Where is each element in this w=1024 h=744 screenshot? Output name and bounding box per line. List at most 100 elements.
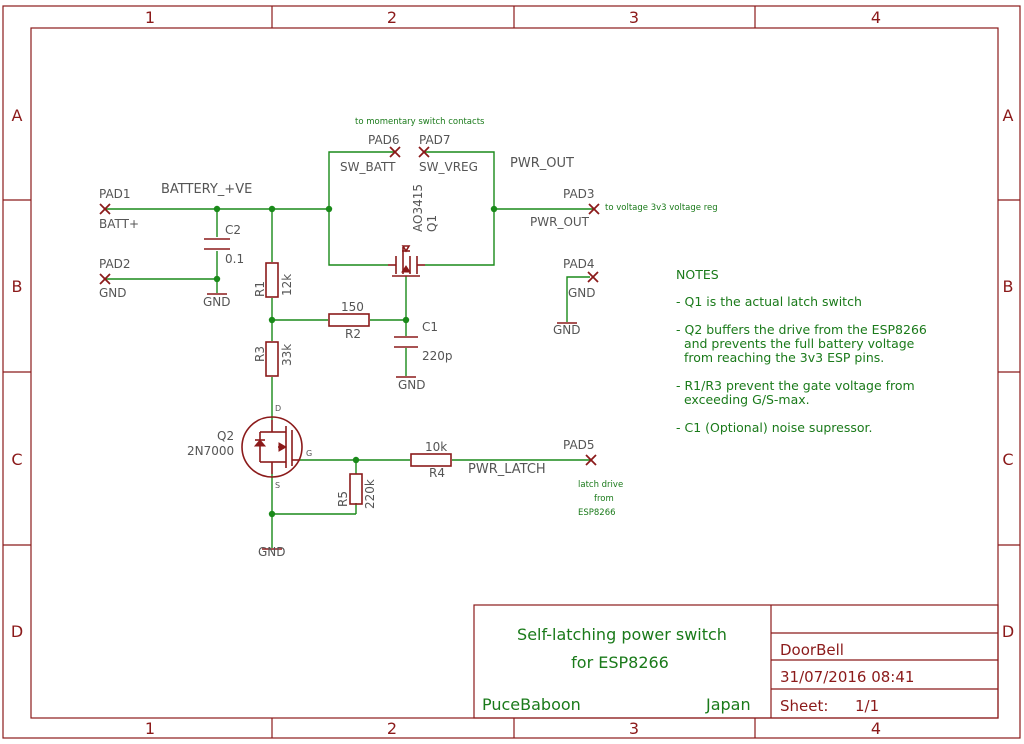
- pad4-label: PAD4: [563, 257, 595, 271]
- c2-value: 0.1: [225, 252, 244, 266]
- q2-value: 2N7000: [187, 444, 234, 458]
- r4-value: 10k: [425, 440, 447, 454]
- r5-value: 220k: [363, 479, 377, 509]
- sheet-label: Sheet:: [780, 697, 828, 715]
- pwr-out-net-label: PWR_OUT: [510, 156, 574, 171]
- note-line-7: - C1 (Optional) noise supressor.: [676, 420, 873, 435]
- q2-drain-pin: D: [275, 404, 281, 413]
- pwr-latch-net-label: PWR_LATCH: [468, 462, 546, 477]
- sw-vreg-label: SW_VREG: [419, 160, 478, 174]
- q1-part-label: AO3415: [411, 184, 425, 232]
- mosfet-q2: [241, 416, 303, 478]
- pad4-marker: [587, 271, 599, 283]
- pad7-marker: [418, 146, 430, 158]
- resistor-r4: [410, 453, 452, 467]
- pad2-label: PAD2: [99, 257, 131, 271]
- note-line-3: and prevents the full battery voltage: [676, 336, 915, 351]
- col-label-bottom-2: 2: [387, 719, 397, 738]
- pad4-gnd-symbol-label: GND: [553, 323, 581, 337]
- note-line-1: - Q1 is the actual latch switch: [676, 294, 862, 309]
- row-label-right-b: B: [1003, 277, 1014, 296]
- resistor-r2: [328, 313, 370, 327]
- row-label-left-a: A: [12, 106, 23, 125]
- note-line-6: exceeding G/S-max.: [676, 392, 810, 407]
- capacitor-c1: [394, 336, 418, 348]
- row-label-left-c: C: [11, 450, 22, 469]
- title-block: [473, 604, 999, 719]
- c1-label: C1: [422, 320, 438, 334]
- r3-label: R3: [253, 346, 267, 362]
- pad5-label: PAD5: [563, 438, 595, 452]
- notes-title: NOTES: [676, 267, 719, 282]
- location-label: Japan: [705, 695, 751, 714]
- batt-plus-label: BATT+: [99, 217, 139, 231]
- sheet-value: 1/1: [855, 697, 879, 715]
- vreg-note: to voltage 3v3 voltage reg: [605, 203, 718, 213]
- latch-esp-note: ESP8266: [578, 508, 616, 518]
- pad5-marker: [585, 454, 597, 466]
- col-label-top-1: 1: [145, 8, 155, 27]
- pad-markers: [99, 146, 600, 466]
- latch-from-note: from: [594, 494, 614, 504]
- latch-drive-note: latch drive: [578, 480, 623, 490]
- q2-source-pin: S: [275, 481, 280, 490]
- c2-gnd-label: GND: [203, 295, 231, 309]
- sw-batt-label: SW_BATT: [340, 160, 396, 174]
- col-label-bottom-1: 1: [145, 719, 155, 738]
- notes-block: NOTES - Q1 is the actual latch switch - …: [676, 267, 927, 435]
- r1-value: 12k: [280, 274, 294, 296]
- pad3-marker: [588, 203, 600, 215]
- resistor-r3: [265, 341, 279, 377]
- note-line-5: - R1/R3 prevent the gate voltage from: [676, 378, 915, 393]
- drawing-date: 31/07/2016 08:41: [780, 668, 914, 686]
- pad4-gnd-label: GND: [568, 286, 596, 300]
- pad3-label: PAD3: [563, 187, 595, 201]
- col-label-bottom-4: 4: [871, 719, 881, 738]
- resistor-r5: [349, 473, 363, 505]
- pad1-label: PAD1: [99, 187, 131, 201]
- pwr-out-pad-label: PWR_OUT: [530, 215, 590, 229]
- pad1-marker: [99, 203, 111, 215]
- pad6-marker: [389, 146, 401, 158]
- col-label-bottom-3: 3: [629, 719, 639, 738]
- project-name: DoorBell: [780, 641, 844, 659]
- col-label-top-3: 3: [629, 8, 639, 27]
- row-label-right-d: D: [1002, 622, 1014, 641]
- row-label-right-a: A: [1003, 106, 1014, 125]
- title-line-2: for ESP8266: [571, 653, 669, 672]
- r1-label: R1: [253, 281, 267, 297]
- r3-value: 33k: [280, 344, 294, 366]
- pad2-marker: [99, 273, 111, 285]
- pad2-gnd-label: GND: [99, 286, 127, 300]
- pad7-label: PAD7: [419, 133, 451, 147]
- pad6-label: PAD6: [368, 133, 400, 147]
- resistor-r1: [265, 262, 279, 298]
- row-label-right-c: C: [1002, 450, 1013, 469]
- col-label-top-2: 2: [387, 8, 397, 27]
- r2-label: R2: [345, 327, 361, 341]
- note-line-4: from reaching the 3v3 ESP pins.: [676, 350, 884, 365]
- junctions: [213, 205, 498, 518]
- q1-label: Q1: [425, 215, 439, 232]
- r4-label: R4: [429, 466, 445, 480]
- c1-gnd-label: GND: [398, 378, 426, 392]
- drawing-frame: [2, 5, 1021, 739]
- col-label-top-4: 4: [871, 8, 881, 27]
- q2-label: Q2: [217, 429, 234, 443]
- mosfet-q1: [388, 245, 425, 277]
- row-label-left-d: D: [11, 622, 23, 641]
- capacitor-c2: [204, 238, 230, 250]
- c1-value: 220p: [422, 349, 453, 363]
- author-label: PuceBaboon: [482, 695, 581, 714]
- momentary-switch-note: to momentary switch contacts: [355, 117, 485, 127]
- r5-label: R5: [336, 491, 350, 507]
- r2-value: 150: [341, 300, 364, 314]
- row-label-left-b: B: [12, 277, 23, 296]
- q2-gnd-label: GND: [258, 545, 286, 559]
- c2-label: C2: [225, 223, 241, 237]
- note-line-2: - Q2 buffers the drive from the ESP8266: [676, 322, 927, 337]
- q2-gate-pin: G: [306, 449, 312, 458]
- battery-net-label: BATTERY_+VE: [161, 182, 252, 197]
- title-line-1: Self-latching power switch: [517, 625, 727, 644]
